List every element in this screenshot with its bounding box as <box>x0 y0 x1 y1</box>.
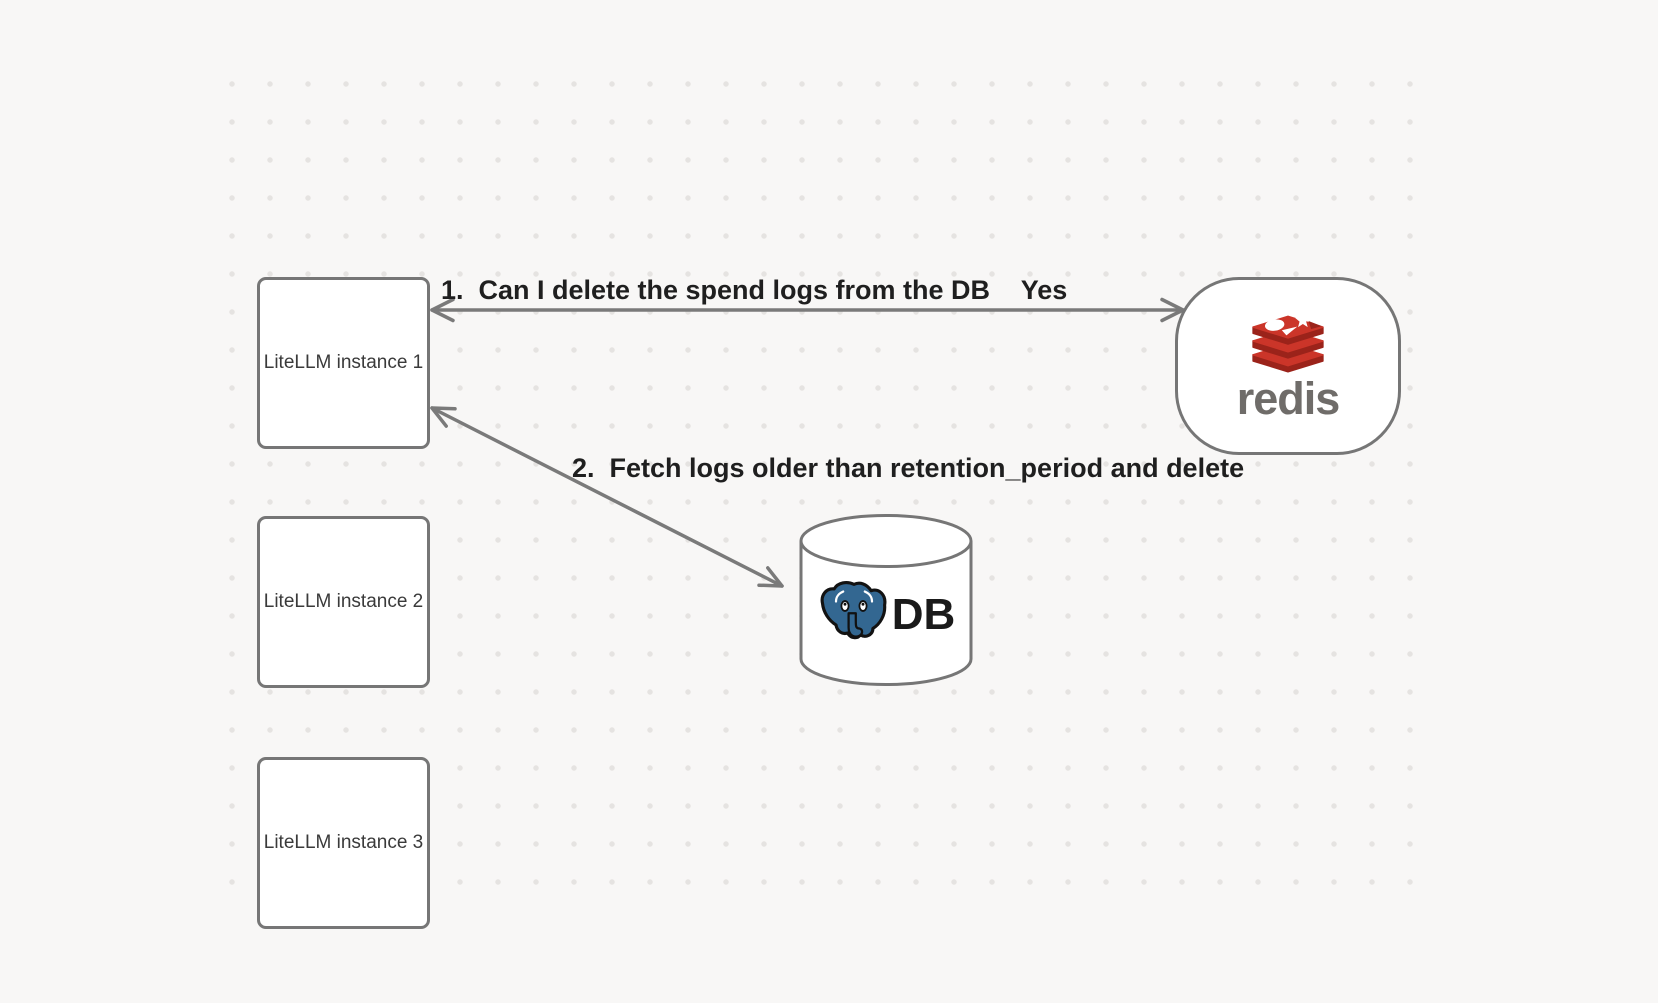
node-label: LiteLLM instance 1 <box>263 352 424 373</box>
arrowhead-lower-icon <box>757 566 784 588</box>
node-database[interactable]: DB <box>798 513 974 687</box>
node-litellm-instance-2[interactable]: LiteLLM instance 2 <box>257 516 430 688</box>
postgresql-elephant-icon <box>820 581 887 640</box>
node-redis[interactable]: redis <box>1175 277 1401 455</box>
arrow-shaft <box>430 406 784 588</box>
node-litellm-instance-1[interactable]: LiteLLM instance 1 <box>257 277 430 449</box>
cylinder-icon <box>799 514 973 686</box>
node-litellm-instance-3[interactable]: LiteLLM instance 3 <box>257 757 430 929</box>
node-label: LiteLLM instance 3 <box>263 832 424 853</box>
arrow-1-response-label[interactable]: Yes <box>1020 275 1068 305</box>
redis-wordmark: redis <box>1236 373 1341 424</box>
node-label: LiteLLM instance 2 <box>263 591 424 612</box>
arrowhead-left-icon <box>430 297 455 323</box>
arrowhead-upper-icon <box>430 406 457 428</box>
arrow-litellm-db[interactable] <box>424 400 792 596</box>
arrow-1-label[interactable]: 1. Can I delete the spend logs from the … <box>440 275 991 305</box>
db-label: DB <box>891 590 956 639</box>
redis-logo-icon <box>1252 312 1324 373</box>
arrow-2-label[interactable]: 2. Fetch logs older than retention_perio… <box>572 453 1245 483</box>
